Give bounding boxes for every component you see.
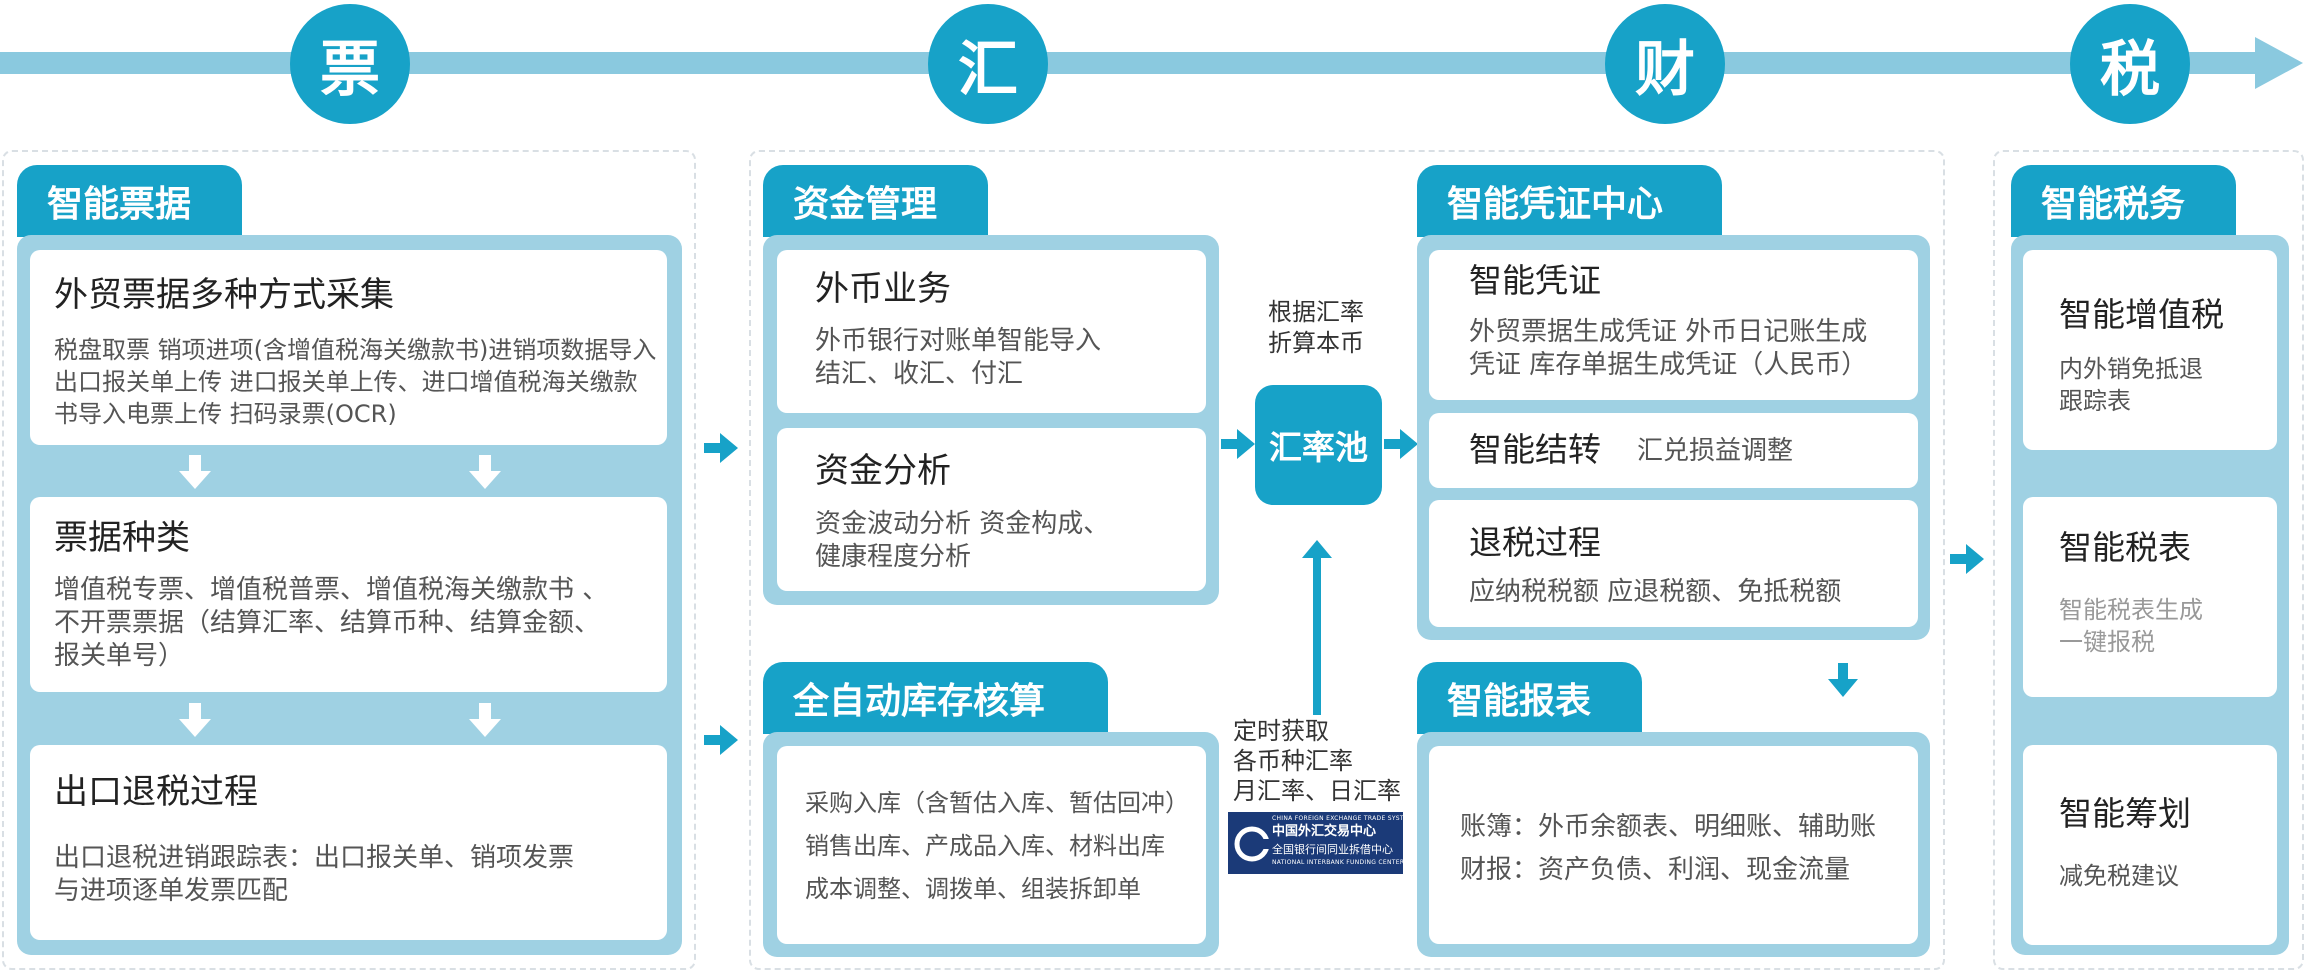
smart-tax-tab: 智能税务	[2011, 165, 2236, 237]
cfets-logo-text: 中国外汇交易中心	[1272, 824, 1377, 839]
rate-fetch-line: 定时获取	[1233, 717, 1329, 745]
smart-tax-form-line: 一键报税	[2059, 628, 2155, 656]
up-arrow-icon	[1302, 540, 1332, 715]
export-refund-card: 出口退税过程 出口退税进销跟踪表：出口报关单、销项发票 与进项逐单发票匹配	[30, 745, 667, 940]
right-arrow-icon	[704, 725, 738, 755]
inventory-tab: 全自动库存核算	[763, 662, 1108, 734]
smart-voucher-card: 智能凭证 外贸票据生成凭证 外币日记账生成 凭证 库存单据生成凭证（人民币）	[1429, 250, 1918, 400]
smart-vat-title: 智能增值税	[2059, 295, 2224, 334]
smart-bills-tab: 智能票据	[17, 165, 242, 237]
smart-voucher-line: 外贸票据生成凭证 外币日记账生成	[1469, 317, 1868, 347]
smart-voucher-line: 凭证 库存单据生成凭证（人民币）	[1469, 350, 1868, 380]
right-arrow-icon	[1384, 429, 1418, 459]
down-arrow-icon	[179, 455, 211, 489]
bill-types-card: 票据种类 增值税专票、增值税普票、增值税海关缴款书 、 不开票票据（结算汇率、结…	[30, 497, 667, 692]
phase-exchange-circle: 汇	[928, 4, 1048, 124]
fund-analysis-line: 资金波动分析 资金构成、	[815, 509, 1110, 539]
export-refund-title: 出口退税过程	[54, 772, 258, 812]
phase-bill-circle: 票	[290, 4, 410, 124]
cfets-logo-text: CHINA FOREIGN EXCHANGE TRADE SYSTEM	[1272, 815, 1414, 822]
voucher-center-tab: 智能凭证中心	[1417, 165, 1722, 237]
bill-types-line: 不开票票据（结算汇率、结算币种、结算金额、	[54, 608, 601, 638]
smart-carryover-card: 智能结转 汇兑损益调整	[1429, 413, 1918, 488]
phase-tax-circle: 税	[2070, 4, 2190, 124]
foreign-currency-title: 外币业务	[815, 269, 951, 309]
smart-tax-form-line: 智能税表生成	[2059, 596, 2203, 624]
foreign-currency-line: 结汇、收汇、付汇	[815, 359, 1024, 389]
bill-collection-line: 出口报关单上传 进口报关单上传、进口增值税海关缴款	[54, 368, 638, 396]
timeline-arrowhead	[2255, 37, 2303, 89]
bill-collection-line: 税盘取票 销项进项(含增值税海关缴款书)进销项数据导入	[54, 336, 657, 364]
cfets-logo-text: NATIONAL INTERBANK FUNDING CENTER	[1272, 859, 1405, 866]
tax-planning-line: 减免税建议	[2059, 862, 2179, 890]
tax-planning-title: 智能筹划	[2059, 794, 2191, 833]
smart-carryover-title: 智能结转	[1469, 430, 1601, 469]
cfets-logo-text: 全国银行间同业拆借中心	[1272, 843, 1393, 856]
right-arrow-icon	[1221, 429, 1255, 459]
refund-process-desc: 应纳税税额 应退税额、免抵税额	[1469, 577, 1842, 607]
smart-vat-card: 智能增值税 内外销免抵退 跟踪表	[2023, 250, 2277, 450]
foreign-currency-card: 外币业务 外币银行对账单智能导入 结汇、收汇、付汇	[777, 250, 1206, 413]
rate-note-line: 折算本币	[1268, 329, 1364, 357]
inventory-line: 成本调整、调拨单、组装拆卸单	[805, 875, 1141, 903]
down-arrow-icon	[469, 455, 501, 489]
right-arrow-icon	[1950, 544, 1984, 574]
bill-types-title: 票据种类	[54, 518, 190, 558]
rate-fetch-line: 各币种汇率	[1233, 747, 1353, 775]
cfets-emblem-icon	[1234, 826, 1270, 862]
rate-fetch-line: 月汇率、日汇率	[1233, 777, 1401, 805]
foreign-currency-line: 外币银行对账单智能导入	[815, 326, 1102, 356]
smart-vat-line: 内外销免抵退	[2059, 355, 2203, 383]
export-refund-line: 出口退税进销跟踪表：出口报关单、销项发票	[54, 843, 575, 873]
smart-tax-form-card: 智能税表 智能税表生成 一键报税	[2023, 497, 2277, 697]
fund-analysis-line: 健康程度分析	[815, 542, 972, 572]
reports-line: 财报：资产负债、利润、现金流量	[1460, 855, 1851, 885]
refund-process-card: 退税过程 应纳税税额 应退税额、免抵税额	[1429, 500, 1918, 627]
smart-vat-line: 跟踪表	[2059, 387, 2131, 415]
down-arrow-icon	[179, 703, 211, 737]
funds-tab: 资金管理	[763, 165, 988, 237]
down-arrow-icon	[469, 703, 501, 737]
export-refund-line: 与进项逐单发票匹配	[54, 876, 289, 906]
down-arrow-icon	[1828, 663, 1858, 697]
refund-process-title: 退税过程	[1469, 523, 1601, 562]
bill-types-line: 报关单号）	[54, 641, 185, 671]
fund-analysis-title: 资金分析	[815, 451, 951, 491]
reports-line: 账簿：外币余额表、明细账、辅助账	[1460, 812, 1877, 842]
reports-card: 账簿：外币余额表、明细账、辅助账 财报：资产负债、利润、现金流量	[1429, 746, 1918, 944]
inventory-card: 采购入库（含暂估入库、暂估回冲） 销售出库、产成品入库、材料出库 成本调整、调拨…	[777, 746, 1206, 944]
inventory-line: 销售出库、产成品入库、材料出库	[805, 832, 1165, 860]
phase-finance-circle: 财	[1605, 4, 1725, 124]
bill-collection-card: 外贸票据多种方式采集 税盘取票 销项进项(含增值税海关缴款书)进销项数据导入 出…	[30, 250, 667, 445]
rate-pool-box: 汇率池	[1255, 385, 1382, 505]
tax-planning-card: 智能筹划 减免税建议	[2023, 745, 2277, 945]
group-tax	[1993, 150, 2304, 970]
inventory-line: 采购入库（含暂估入库、暂估回冲）	[805, 789, 1189, 817]
group-exchange-finance	[749, 150, 1945, 970]
smart-tax-form-title: 智能税表	[2059, 528, 2191, 567]
rate-note-line: 根据汇率	[1268, 298, 1364, 326]
smart-carryover-desc: 汇兑损益调整	[1637, 436, 1794, 466]
smart-voucher-title: 智能凭证	[1469, 261, 1601, 300]
bill-types-line: 增值税专票、增值税普票、增值税海关缴款书 、	[54, 575, 609, 605]
bill-collection-line: 书导入电票上传 扫码录票(OCR)	[54, 400, 397, 428]
bill-collection-title: 外贸票据多种方式采集	[54, 275, 394, 315]
reports-tab: 智能报表	[1417, 662, 1642, 734]
right-arrow-icon	[704, 433, 738, 463]
group-bill	[2, 150, 696, 970]
fund-analysis-card: 资金分析 资金波动分析 资金构成、 健康程度分析	[777, 428, 1206, 591]
cfets-logo: CHINA FOREIGN EXCHANGE TRADE SYSTEM 中国外汇…	[1228, 812, 1413, 874]
